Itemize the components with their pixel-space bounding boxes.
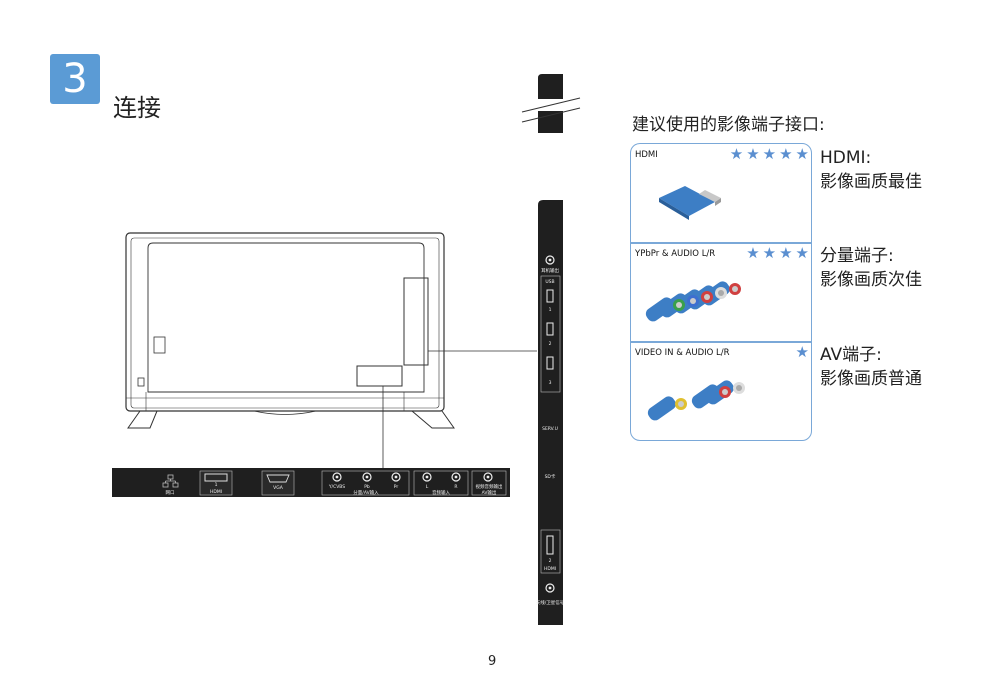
av-out-port-label: 视频音频输出 xyxy=(476,483,503,490)
service-label: SERV.U xyxy=(542,426,558,432)
hdmi-2-port xyxy=(540,529,561,574)
headphone-jack xyxy=(545,255,555,265)
av-output-group xyxy=(471,470,507,496)
component-cables-icon xyxy=(645,281,741,322)
sd-label: SD卡 xyxy=(545,473,556,480)
hdmi-2-label: HDMI xyxy=(544,566,556,572)
av-quality-title: AV端子: xyxy=(820,345,882,365)
pr-label: Pr xyxy=(394,484,399,490)
hdmi-1-label: HDMI xyxy=(210,489,222,495)
side-panel xyxy=(538,200,563,625)
step-title: 连接 xyxy=(113,94,161,122)
star-icon: ★ xyxy=(795,244,809,262)
hdmi-quality: HDMI: 影像画质最佳 xyxy=(820,146,922,194)
hdmi-stars: ★★★★★ xyxy=(730,147,809,162)
usb-1-label: 1 xyxy=(549,307,552,313)
av-stars: ★ xyxy=(796,345,809,360)
hdmi-1-number: 1 xyxy=(215,482,218,488)
antenna-label: 天线/卫星信号 xyxy=(536,599,565,606)
page-number: 9 xyxy=(488,654,497,669)
hdmi-row: HDMI ★★★★★ xyxy=(631,144,811,242)
hdmi-quality-title: HDMI: xyxy=(820,148,872,168)
vga-label: VGA xyxy=(273,485,284,491)
step-number-badge: 3 xyxy=(50,54,100,104)
av-quality: AV端子: 影像画质普通 xyxy=(820,343,922,391)
audio-r-jack xyxy=(451,472,461,482)
hdmi-cable-icon xyxy=(659,186,721,220)
av-quality-desc: 影像画质普通 xyxy=(820,369,922,389)
ycvbs-label: Y/CVBS xyxy=(328,484,345,490)
av-row: VIDEO IN & AUDIO L/R ★ xyxy=(631,342,811,440)
recommend-title: 建议使用的影像端子接口: xyxy=(632,115,825,135)
star-icon: ★ xyxy=(779,145,793,163)
audio-r-label: R xyxy=(454,484,457,490)
component-group-label: 分量/AV输入 xyxy=(353,489,379,496)
av-cables-icon xyxy=(647,380,745,421)
av-row-label: VIDEO IN & AUDIO L/R xyxy=(635,348,730,358)
audio-l-label: L xyxy=(426,484,429,490)
tv-back-outline xyxy=(125,232,455,429)
usb-group xyxy=(540,275,561,393)
pr-jack xyxy=(391,472,401,482)
hdmi-2-number: 2 xyxy=(549,558,552,564)
av-out-jack xyxy=(483,472,493,482)
component-quality-title: 分量端子: xyxy=(820,246,894,266)
star-icon: ★ xyxy=(746,244,760,262)
antenna-jack xyxy=(545,583,555,593)
star-icon: ★ xyxy=(779,244,793,262)
av-out-group-label: AV输出 xyxy=(482,489,497,496)
star-icon: ★ xyxy=(762,145,777,163)
usb-2-port xyxy=(546,322,554,336)
pb-label: Pb xyxy=(364,484,370,490)
ycvbs-jack xyxy=(332,472,342,482)
star-icon: ★ xyxy=(762,244,777,262)
usb-label: USB xyxy=(545,279,554,285)
pb-jack xyxy=(362,472,372,482)
audio-group-label: 音频输入 xyxy=(432,489,450,496)
connector-quality-box: HDMI ★★★★★ YPbPr & AUDIO L/R ★★★★ xyxy=(630,143,812,441)
hdmi-row-label: HDMI xyxy=(635,150,658,160)
star-icon: ★ xyxy=(746,145,760,163)
component-stars: ★★★★ xyxy=(746,246,809,261)
component-quality: 分量端子: 影像画质次佳 xyxy=(820,244,922,292)
component-quality-desc: 影像画质次佳 xyxy=(820,270,922,290)
usb-1-port xyxy=(546,289,554,303)
usb-3-port xyxy=(546,356,554,370)
hdmi-quality-desc: 影像画质最佳 xyxy=(820,172,922,192)
audio-input-group xyxy=(413,470,469,496)
audio-l-jack xyxy=(422,472,432,482)
star-icon: ★ xyxy=(795,145,809,163)
component-input-group xyxy=(321,470,410,496)
usb-2-label: 2 xyxy=(549,341,552,347)
lan-label: 网口 xyxy=(166,490,175,496)
star-icon: ★ xyxy=(795,343,809,361)
headphone-label: 耳机输出 xyxy=(541,267,559,274)
component-row: YPbPr & AUDIO L/R ★★★★ xyxy=(631,243,811,341)
lan-icon xyxy=(162,474,179,488)
component-row-label: YPbPr & AUDIO L/R xyxy=(635,249,716,259)
usb-3-label: 3 xyxy=(549,380,552,386)
rear-panel xyxy=(112,468,510,497)
star-icon: ★ xyxy=(729,145,744,163)
